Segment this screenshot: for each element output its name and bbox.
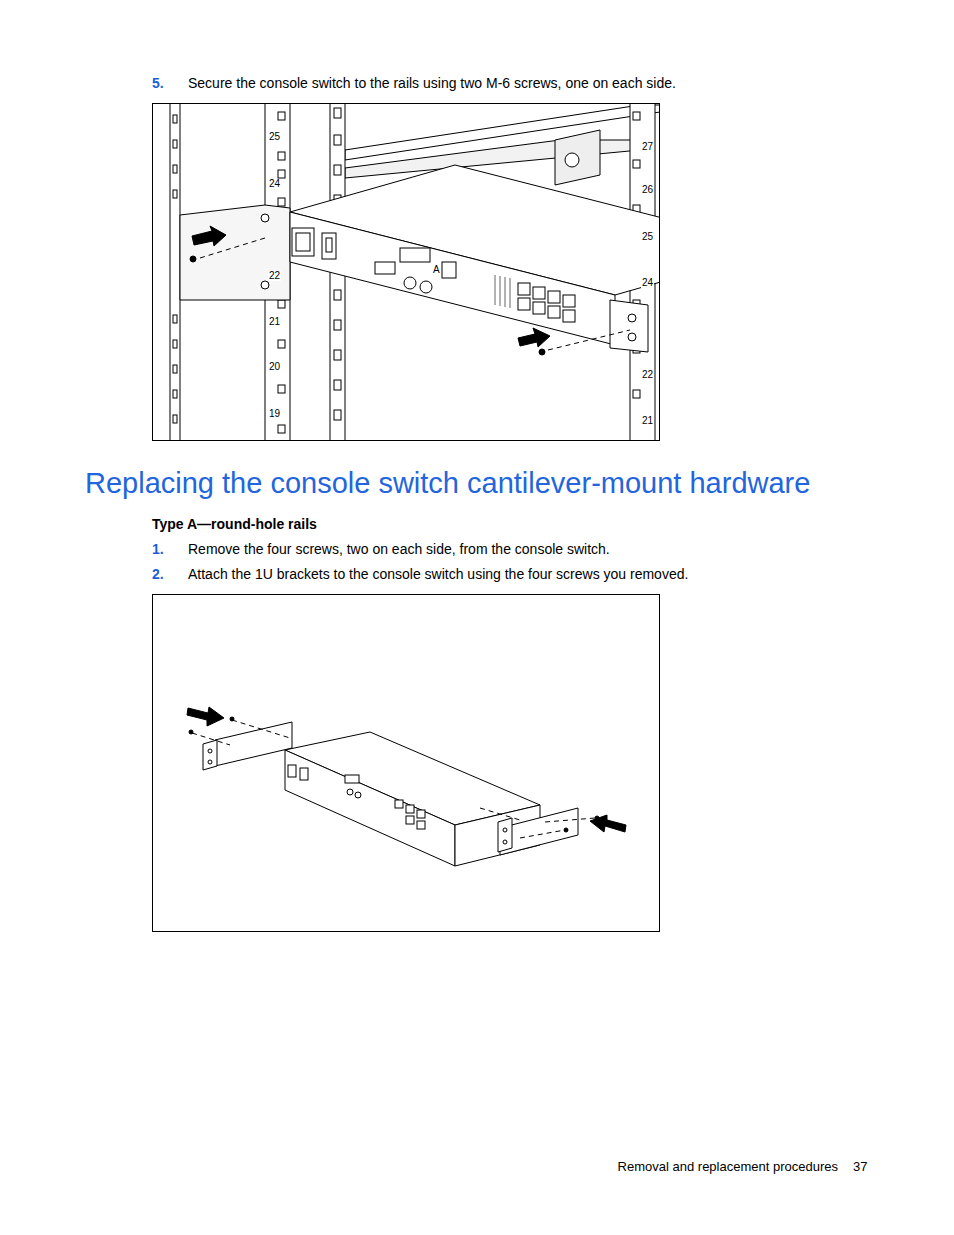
rack-unit-number: 24: [641, 278, 654, 288]
rack-unit-number: 21: [641, 416, 654, 426]
rack-unit-number: 24: [268, 179, 281, 189]
bracket-illustration: [187, 707, 626, 866]
step-number: 2.: [152, 566, 164, 583]
subheading: Type A—round-hole rails: [152, 516, 317, 533]
rack-illustration: [170, 104, 659, 440]
step-number: 1.: [152, 541, 164, 558]
rack-unit-number: 26: [641, 185, 654, 195]
step-text: Secure the console switch to the rails u…: [188, 75, 676, 92]
rack-unit-number: 22: [268, 271, 281, 281]
rack-unit-number: 25: [641, 232, 654, 242]
step-number: 5.: [152, 75, 164, 92]
rack-unit-number: 27: [641, 142, 654, 152]
step-text: Attach the 1U brackets to the console sw…: [188, 566, 688, 583]
figure-frame: [153, 595, 660, 932]
rack-unit-number: 21: [268, 317, 281, 327]
rack-unit-number: 22: [641, 370, 654, 380]
rack-unit-number: 19: [268, 409, 281, 419]
page-number: 37: [853, 1159, 867, 1175]
rack-unit-number: 20: [268, 362, 281, 372]
section-heading: Replacing the console switch cantilever-…: [85, 466, 810, 501]
rack-unit-number: 25: [268, 132, 281, 142]
footer-text: Removal and replacement procedures: [618, 1159, 838, 1175]
step-text: Remove the four screws, two on each side…: [188, 541, 610, 558]
port-label: A: [432, 265, 441, 275]
